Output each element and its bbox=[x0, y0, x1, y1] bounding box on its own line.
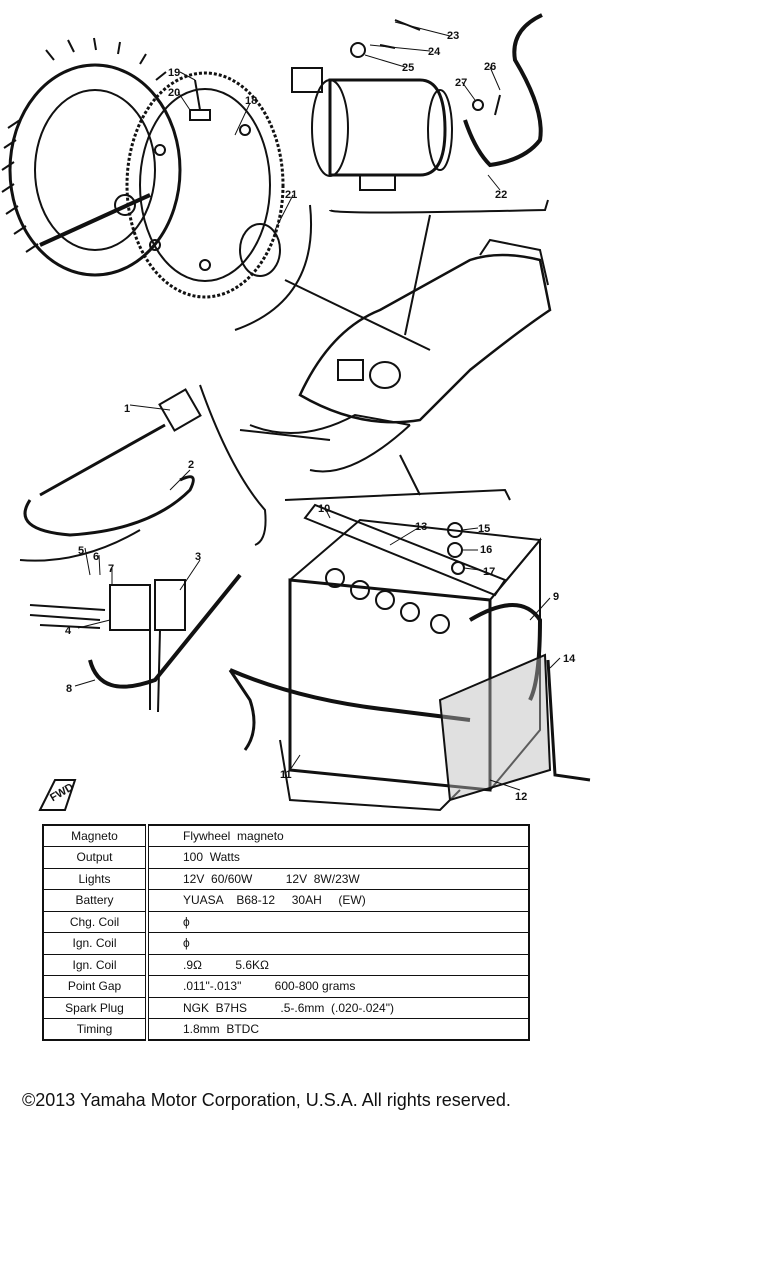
starter-cable bbox=[463, 13, 543, 168]
spec-value: Flywheel magneto bbox=[146, 824, 530, 847]
callout-22: 22 bbox=[495, 189, 507, 201]
callout-25: 25 bbox=[402, 62, 414, 74]
copyright-notice: ©2013 Yamaha Motor Corporation, U.S.A. A… bbox=[22, 1090, 511, 1110]
callout-14: 14 bbox=[563, 653, 576, 665]
snowmobile bbox=[249, 238, 552, 473]
callout-27: 27 bbox=[455, 77, 467, 89]
battery-band bbox=[546, 659, 591, 782]
starter-relay bbox=[29, 573, 242, 713]
table-row: Ign. Coil.9Ω 5.6KΩ bbox=[42, 953, 530, 976]
spec-value: 12V 60/60W 12V 8W/23W bbox=[146, 867, 530, 890]
callout-23: 23 bbox=[447, 30, 459, 42]
callout-21: 21 bbox=[285, 189, 297, 201]
starter-motor bbox=[291, 67, 453, 191]
callout-13: 13 bbox=[415, 521, 427, 533]
spec-label: Chg. Coil bbox=[42, 910, 149, 933]
spec-value: .9Ω 5.6KΩ bbox=[146, 953, 530, 976]
spec-label: Ign. Coil bbox=[42, 932, 149, 955]
wire-harness bbox=[19, 388, 202, 562]
spec-label: Ign. Coil bbox=[42, 953, 149, 976]
spec-label: Point Gap bbox=[42, 975, 149, 998]
bracket-line bbox=[329, 199, 549, 214]
callout-20: 20 bbox=[168, 87, 180, 99]
spec-label: Magneto bbox=[42, 824, 149, 847]
bracket-line bbox=[234, 204, 312, 331]
ring-gear bbox=[125, 71, 285, 299]
bracket-line bbox=[399, 454, 421, 496]
flywheel-magneto bbox=[1, 37, 182, 277]
spec-label: Output bbox=[42, 846, 149, 869]
callout-18: 18 bbox=[245, 95, 257, 107]
callout-numbers: 1 2 3 4 5 6 7 8 9 10 11 12 13 14 15 16 1… bbox=[48, 30, 576, 804]
callout-10: 10 bbox=[318, 503, 330, 515]
callout-2: 2 bbox=[188, 459, 194, 471]
bracket-line bbox=[284, 279, 431, 351]
callout-4: 4 bbox=[65, 625, 72, 637]
spec-value: YUASA B68-12 30AH (EW) bbox=[146, 889, 530, 912]
bracket-line bbox=[199, 384, 267, 546]
callout-8: 8 bbox=[66, 683, 72, 695]
callout-3: 3 bbox=[195, 551, 201, 563]
bracket-line bbox=[239, 429, 331, 441]
callout-15: 15 bbox=[478, 523, 490, 535]
callout-6: 6 bbox=[93, 551, 99, 563]
callout-16: 16 bbox=[480, 544, 492, 556]
spec-value: .011"-.013" 600-800 grams bbox=[146, 975, 530, 998]
spec-label: Timing bbox=[42, 1018, 149, 1041]
exploded-parts-diagram: 1 2 3 4 5 6 7 8 9 10 11 12 13 14 15 16 1… bbox=[1, 13, 591, 812]
spec-value: 100 Watts bbox=[146, 846, 530, 869]
spec-label: Battery bbox=[42, 889, 149, 912]
spec-value: ϕ bbox=[146, 932, 530, 955]
spec-value: NGK B7HS .5-.6mm (.020-.024") bbox=[146, 996, 530, 1019]
leader-lines bbox=[74, 21, 561, 791]
callout-19: 19 bbox=[168, 67, 180, 79]
fwd-arrow-icon bbox=[38, 779, 77, 811]
battery-cover bbox=[438, 653, 552, 802]
battery-cable bbox=[229, 668, 471, 722]
bracket-line bbox=[284, 488, 511, 501]
callout-9: 9 bbox=[553, 591, 559, 603]
o-ring bbox=[239, 223, 281, 277]
callout-12: 12 bbox=[515, 791, 527, 803]
callout-5: 5 bbox=[78, 545, 84, 557]
callout-24: 24 bbox=[428, 46, 441, 58]
callout-1: 1 bbox=[124, 403, 130, 415]
table-row: Point Gap.011"-.013" 600-800 grams bbox=[42, 975, 530, 998]
spec-value: ϕ bbox=[146, 910, 530, 933]
spec-value: 1.8mm BTDC bbox=[146, 1018, 530, 1041]
callout-26: 26 bbox=[484, 61, 496, 73]
battery-cable bbox=[468, 603, 543, 701]
callout-17: 17 bbox=[483, 566, 495, 578]
spec-label: Spark Plug bbox=[42, 996, 149, 1019]
spec-label: Lights bbox=[42, 867, 149, 890]
callout-7: 7 bbox=[108, 563, 114, 575]
bracket-line bbox=[404, 214, 431, 336]
callout-11: 11 bbox=[280, 769, 292, 781]
battery-cable bbox=[228, 669, 256, 751]
